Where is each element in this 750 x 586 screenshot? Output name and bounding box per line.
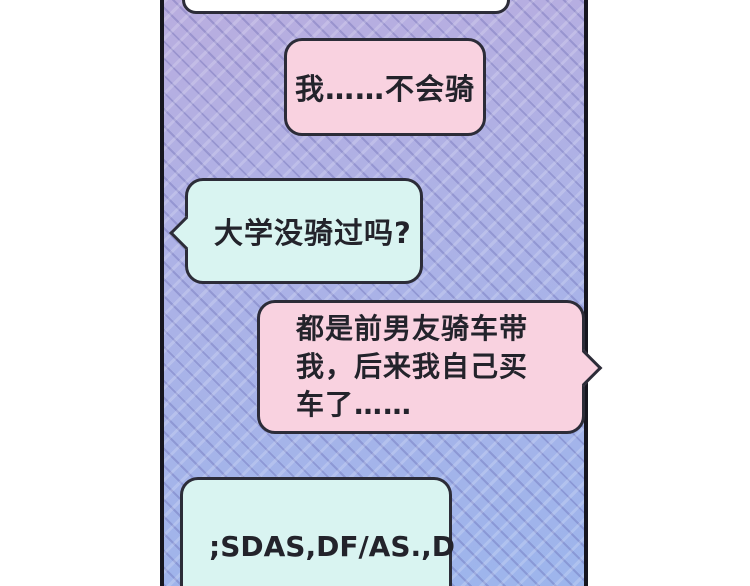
bubble-tail-right bbox=[565, 349, 603, 387]
message-text: 都是前男友骑车带 我，后来我自己买 车了…… bbox=[296, 312, 529, 421]
chat-bubble-partial-top bbox=[182, 0, 510, 14]
chat-bubble-incoming-2: ;SDAS,DF/AS.,D bbox=[180, 477, 456, 586]
bubble-tail-left bbox=[169, 216, 203, 250]
chat-bubble-outgoing-1: 我……不会骑 bbox=[284, 38, 486, 136]
chat-bubble-incoming-1: 大学没骑过吗? bbox=[169, 178, 423, 284]
message-text: 大学没骑过吗? bbox=[214, 216, 412, 250]
message-text: ;SDAS,DF/AS.,D bbox=[209, 530, 456, 563]
chat-bubble-outgoing-2: 都是前男友骑车带 我，后来我自己买 车了…… bbox=[257, 300, 603, 434]
message-text: 我……不会骑 bbox=[294, 72, 475, 106]
chat-panel: 我……不会骑 大学没骑过吗? 都是前男友骑车带 我，后来我自己买 车了…… ;S… bbox=[160, 0, 603, 586]
